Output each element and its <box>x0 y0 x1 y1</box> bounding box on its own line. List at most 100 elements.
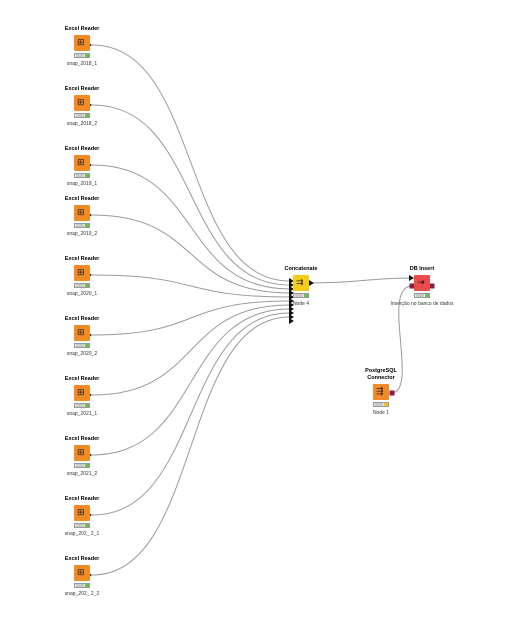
output-port-arrow-icon <box>309 280 314 286</box>
node-title: Excel Reader <box>64 26 100 32</box>
reader-to-concat-connection <box>91 274 291 298</box>
spreadsheet-glyph-icon: ⊞ <box>77 207 85 217</box>
excel-reader-node[interactable]: Excel Reader ⊞ snap_202_ 2_2 <box>52 556 112 597</box>
node-label: snap_2021_2 <box>66 471 98 477</box>
db-insert-node[interactable]: DB Insert ⇥ Inserção no banco de dados <box>377 266 467 307</box>
reader-to-concat-connection <box>91 308 291 456</box>
node-status-indicator <box>74 223 90 228</box>
reader-to-concat-connection <box>91 164 291 290</box>
spreadsheet-glyph-icon: ⊞ <box>77 447 85 457</box>
input-port-arrow-icon <box>289 298 294 304</box>
input-port-arrow-icon <box>289 294 294 300</box>
db-port-icon <box>429 283 435 289</box>
node-title: Excel Reader <box>64 436 100 442</box>
node-label: snap_2018_2 <box>66 121 98 127</box>
reader-to-concat-connection <box>91 44 291 282</box>
node-status-indicator <box>74 523 90 528</box>
spreadsheet-glyph-icon: ⊞ <box>77 387 85 397</box>
excel-reader-icon[interactable]: ⊞ <box>74 205 90 221</box>
postgresql-connector-icon[interactable]: ⇶ <box>373 384 389 400</box>
excel-reader-node[interactable]: Excel Reader ⊞ snap_2018_1 <box>52 26 112 67</box>
excel-reader-node[interactable]: Excel Reader ⊞ snap_2020_1 <box>52 256 112 297</box>
node-label: snap_2019_2 <box>66 231 98 237</box>
input-port-arrow-icon <box>289 318 294 324</box>
input-port-arrow-icon <box>289 314 294 320</box>
node-label: snap_2021_1 <box>66 411 98 417</box>
node-status-indicator <box>74 173 90 178</box>
spreadsheet-glyph-icon: ⊞ <box>77 97 85 107</box>
node-title-line-2: Connector <box>367 375 395 381</box>
excel-reader-node[interactable]: Excel Reader⊞snap_2020_2 <box>52 316 112 357</box>
input-port-arrow-icon <box>289 302 294 308</box>
excel-reader-icon[interactable]: ⊞ <box>74 95 90 111</box>
database-glyph-icon: ⇥ <box>417 277 425 287</box>
excel-reader-icon[interactable]: ⊞ <box>74 385 90 401</box>
spreadsheet-glyph-icon: ⊞ <box>77 157 85 167</box>
excel-reader-node[interactable]: Excel Reader ⊞ snap_2019_2 <box>52 196 112 237</box>
spreadsheet-glyph-icon: ⊞ <box>77 327 85 337</box>
spreadsheet-glyph-icon: ⊞ <box>77 567 85 577</box>
node-label: snap_202_ 2_2 <box>64 591 100 597</box>
excel-reader-node[interactable]: Excel Reader ⊞ snap_202_ 2_1 <box>52 496 112 537</box>
node-status-indicator <box>74 403 90 408</box>
node-title: Excel Reader <box>64 556 100 562</box>
node-status-indicator <box>414 293 430 298</box>
excel-reader-icon[interactable]: ⊞ <box>74 565 90 581</box>
input-port-arrow-icon <box>289 310 294 316</box>
node-status-indicator <box>293 293 309 298</box>
input-port-arrow-icon <box>289 306 294 312</box>
input-port-arrow-icon <box>289 282 294 288</box>
node-label: Inserção no banco de dados <box>390 301 454 307</box>
node-label: snap_2018_1 <box>66 61 98 67</box>
reader-to-concat-connection <box>91 316 291 576</box>
excel-reader-node[interactable]: Excel Reader ⊞ snap_2021_2 <box>52 436 112 477</box>
node-label: snap_2019_1 <box>66 181 98 187</box>
node-title: Excel Reader <box>64 256 100 262</box>
node-title: Excel Reader <box>64 146 100 152</box>
input-port-arrow-icon <box>289 290 294 296</box>
db-port-icon <box>409 283 415 289</box>
connector-glyph-icon: ⇶ <box>376 386 384 396</box>
excel-reader-icon[interactable]: ⊞ <box>74 445 90 461</box>
spreadsheet-glyph-icon: ⊞ <box>77 37 85 47</box>
node-title: Excel Reader <box>64 376 100 382</box>
node-title-line-1: PostgreSQL <box>365 368 397 374</box>
node-status-indicator <box>74 53 90 58</box>
node-title: Concatenate <box>284 266 318 272</box>
connector-to-dbinsert-connection <box>390 285 413 394</box>
concatenate-node[interactable]: Concatenate ⇉ Node 4 <box>271 266 331 307</box>
excel-reader-icon[interactable]: ⊞ <box>74 505 90 521</box>
excel-reader-node[interactable]: Excel Reader ⊞ snap_2021_1 <box>52 376 112 417</box>
spreadsheet-glyph-icon: ⊞ <box>77 507 85 517</box>
concatenate-icon[interactable]: ⇉ <box>293 275 309 291</box>
db-insert-icon[interactable]: ⇥ <box>414 275 430 291</box>
node-title: Excel Reader <box>64 196 100 202</box>
node-label: snap_202_ 2_1 <box>64 531 100 537</box>
reader-to-concat-connection <box>91 312 291 516</box>
node-status-indicator <box>74 463 90 468</box>
excel-reader-node[interactable]: Excel Reader ⊞ snap_2019_1 <box>52 146 112 187</box>
reader-to-concat-connection <box>91 104 291 286</box>
node-status-indicator <box>373 402 389 407</box>
node-label: Node 4 <box>292 301 310 307</box>
node-label: snap_2020_1 <box>66 291 98 297</box>
excel-reader-icon[interactable]: ⊞ <box>74 35 90 51</box>
node-title: DB Insert <box>409 266 435 272</box>
node-label: snap_2020_2 <box>66 351 98 357</box>
excel-reader-icon[interactable]: ⊞ <box>74 265 90 281</box>
node-title: Excel Reader <box>64 496 100 502</box>
postgresql-connector-node[interactable]: PostgreSQL Connector ⇶ Node 1 <box>351 368 411 416</box>
input-port-arrow-icon <box>289 278 294 284</box>
excel-reader-node[interactable]: Excel Reader⊞snap_2018_2 <box>52 86 112 127</box>
connections <box>87 42 435 578</box>
excel-reader-icon[interactable]: ⊞ <box>74 325 90 341</box>
node-status-indicator <box>74 583 90 588</box>
concat-to-dbinsert-connection <box>310 277 411 284</box>
excel-reader-icon[interactable]: ⊞ <box>74 155 90 171</box>
input-port-arrow-icon <box>409 275 414 281</box>
reader-to-concat-connection <box>91 300 291 336</box>
node-status-indicator <box>74 113 90 118</box>
reader-to-concat-connection <box>91 304 291 396</box>
concatenate-glyph-icon: ⇉ <box>296 277 304 287</box>
spreadsheet-glyph-icon: ⊞ <box>77 267 85 277</box>
